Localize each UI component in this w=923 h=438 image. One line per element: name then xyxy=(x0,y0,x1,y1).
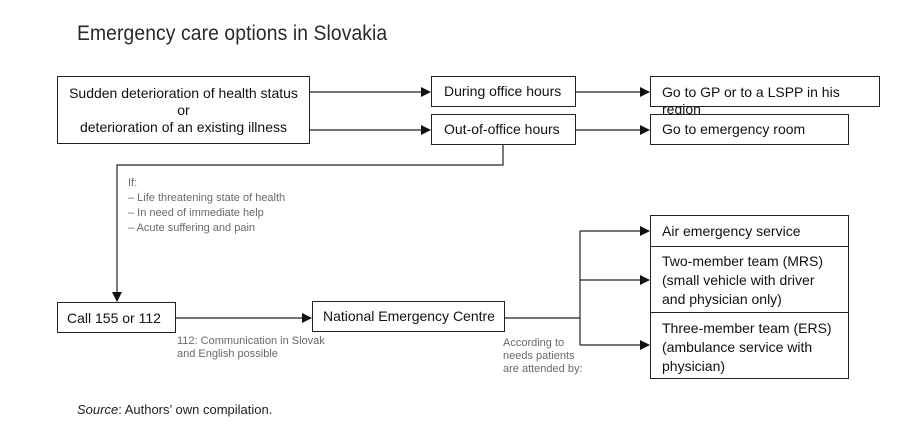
communication-line2: and English possible xyxy=(177,348,278,360)
deterioration-line2: or xyxy=(177,102,190,118)
needs-line1: According to xyxy=(503,337,565,349)
needs-line3: are attended by: xyxy=(503,363,583,375)
if-heading: If: xyxy=(128,177,138,189)
mrs-line1: Two-member team (MRS) xyxy=(662,253,824,269)
air-service-label: Air emergency service xyxy=(662,223,801,239)
diagram-title: Emergency care options in Slovakia xyxy=(77,22,388,45)
out-of-office-label: Out-of-office hours xyxy=(444,121,560,137)
arrow-to-call xyxy=(112,144,504,302)
nec-to-services-bracket xyxy=(505,231,581,345)
deterioration-line1: Sudden deterioration of health status xyxy=(69,85,298,101)
air-service-box: Air emergency service xyxy=(650,215,849,247)
communication-note: 112: Communication in Slovak and English… xyxy=(177,335,325,361)
office-hours-box: During office hours xyxy=(431,76,576,107)
source-caption: Source: Authors’ own compilation. xyxy=(77,402,272,417)
ers-line2: (ambulance service with xyxy=(662,339,813,355)
ers-line3: physician) xyxy=(662,358,726,374)
ers-line1: Three-member team (ERS) xyxy=(662,320,832,336)
if-item: – In need of immediate help xyxy=(128,207,264,219)
nec-label: National Emergency Centre xyxy=(323,308,495,324)
deterioration-box: Sudden deterioration of health status or… xyxy=(57,76,310,144)
needs-line2: needs patients xyxy=(503,350,575,362)
emergency-room-box: Go to emergency room xyxy=(650,114,849,145)
communication-line1: 112: Communication in Slovak xyxy=(177,335,325,347)
source-text: : Authors’ own compilation. xyxy=(118,402,273,417)
emergency-room-label: Go to emergency room xyxy=(662,121,806,137)
office-hours-label: During office hours xyxy=(444,83,562,99)
if-conditions-note: If: – Life threatening state of health –… xyxy=(128,176,285,236)
call-label: Call 155 or 112 xyxy=(67,310,161,326)
mrs-line2: (small vehicle with driver xyxy=(662,272,815,288)
out-of-office-box: Out-of-office hours xyxy=(431,114,576,145)
gp-box: Go to GP or to a LSPP in his region xyxy=(650,76,880,117)
gp-label: Go to GP or to a LSPP in his region xyxy=(662,84,840,117)
nec-box: National Emergency Centre xyxy=(312,301,505,332)
if-item: – Acute suffering and pain xyxy=(128,222,256,234)
needs-note: According to needs patients are attended… xyxy=(503,337,583,376)
call-box: Call 155 or 112 xyxy=(57,302,176,333)
ers-box: Three-member team (ERS) (ambulance servi… xyxy=(650,312,849,379)
source-label: Source xyxy=(77,402,119,417)
mrs-box: Two-member team (MRS) (small vehicle wit… xyxy=(650,246,849,313)
if-item: – Life threatening state of health xyxy=(128,192,286,204)
mrs-line3: and physician only) xyxy=(662,291,782,307)
deterioration-line3: deterioration of an existing illness xyxy=(79,119,287,135)
